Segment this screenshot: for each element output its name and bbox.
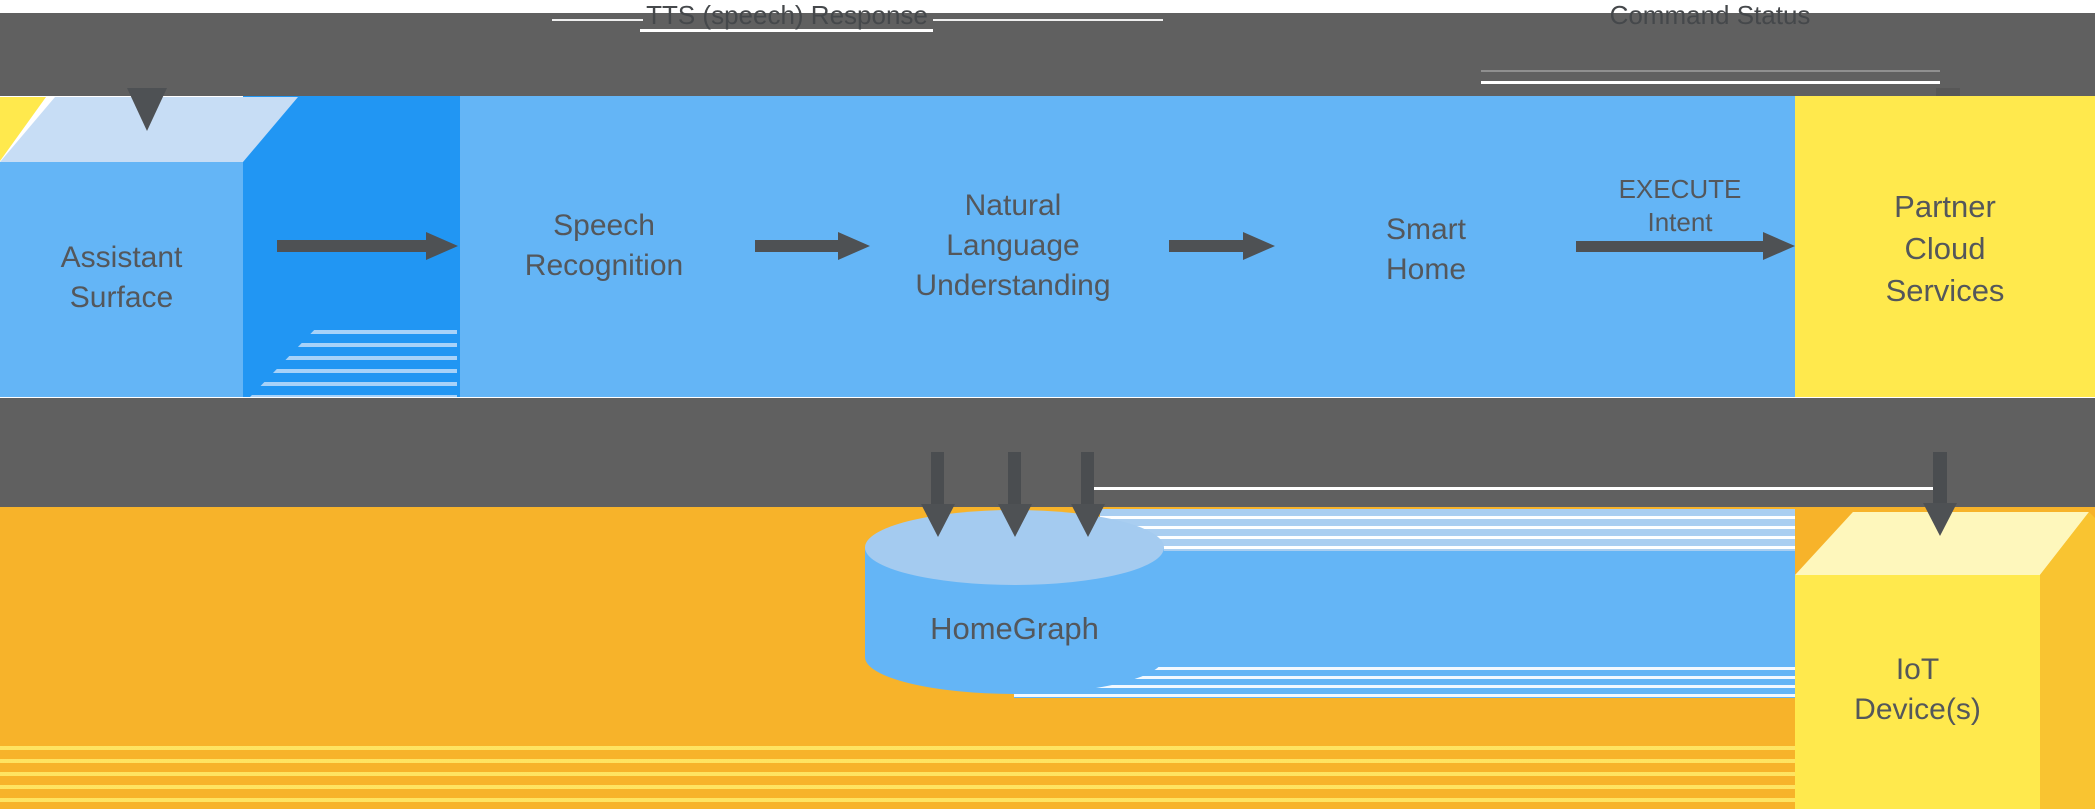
tts-underline-glitch [640,29,933,32]
assistant-surface-line2: Surface [69,281,174,314]
assistant-surface-label: Assistant Surface [0,238,243,318]
execute-intent-label: EXECUTE Intent [1565,173,1795,239]
homegraph-iot-link-top-stripes [1100,509,1795,553]
smart-home-line2: Home [1385,253,1467,286]
iot-devices-line2: Device(s) [1854,693,1981,726]
arrow-homegraph-3-head [1071,504,1105,537]
homegraph-cylinder-bottom [865,620,1164,694]
arrow-smarthome-to-partner-head [1763,232,1795,260]
iot-devices-label: IoT Device(s) [1795,650,2040,730]
command-arrow-outline-white [1481,81,1940,84]
arrow-homegraph-3-shaft [1081,452,1094,505]
command-status-label: Command Status [1609,0,1811,30]
middle-response-band [0,398,2095,507]
arrow-assistant-to-pipeline-shaft [277,240,427,252]
speech-recognition-label: Speech Recognition [454,206,754,286]
arrow-homegraph-2-shaft [1008,452,1021,505]
arrow-speech-to-nlu-shaft [755,240,840,252]
partner-cloud-label: Partner Cloud Services [1790,186,2095,312]
nlu-line3: Understanding [915,269,1111,302]
arrow-homegraph-1-shaft [931,452,944,505]
command-arrow-outline-faint [1481,70,1940,72]
iot-cube-front-face [1795,575,2040,809]
nlu-line2: Language [946,229,1080,262]
iot-devices-line1: IoT [1895,653,1940,686]
assistant-pipeline-box [460,96,1795,397]
partner-cloud-line2: Cloud [1904,231,1986,266]
amber-stripe-glitch [0,737,2095,809]
assistant-surface-line1: Assistant [60,241,183,274]
smart-home-line1: Smart [1385,213,1466,246]
arrow-speech-to-nlu-head [838,232,870,260]
homegraph-label: HomeGraph [930,611,1099,646]
arrow-smarthome-to-partner-shaft [1576,241,1765,252]
arrow-nlu-to-smarthome-head [1243,232,1275,260]
speech-recognition-line2: Recognition [524,249,684,282]
partner-cloud-line3: Services [1885,273,2005,308]
status-arrow-outline-white [1085,487,1938,490]
arrow-homegraph-2-head [998,504,1032,537]
assistant-cube-front-face [0,162,243,397]
execute-intent-line1: EXECUTE [1618,174,1742,204]
partner-cloud-line1: Partner [1894,189,1996,224]
speech-recognition-line1: Speech [553,209,655,242]
partner-cloud-box [1795,96,2095,397]
arrow-assistant-to-pipeline-head [426,232,458,260]
band-glitch-line-left-b [933,19,1163,21]
smart-home-label: Smart Home [1276,210,1576,290]
arrow-into-iot-shaft [1933,452,1947,504]
nlu-label: Natural Language Understanding [863,186,1163,306]
band-glitch-line-left-a [552,19,643,21]
nlu-line1: Natural [964,189,1062,222]
execute-intent-line2: Intent [1647,207,1713,237]
arrow-into-iot-head [1923,503,1957,536]
arrow-homegraph-1-head [921,504,955,537]
tts-response-label: TTS (speech) Response [646,0,928,30]
arrow-into-assistant-head [127,88,167,131]
arrow-nlu-to-smarthome-shaft [1169,240,1245,252]
